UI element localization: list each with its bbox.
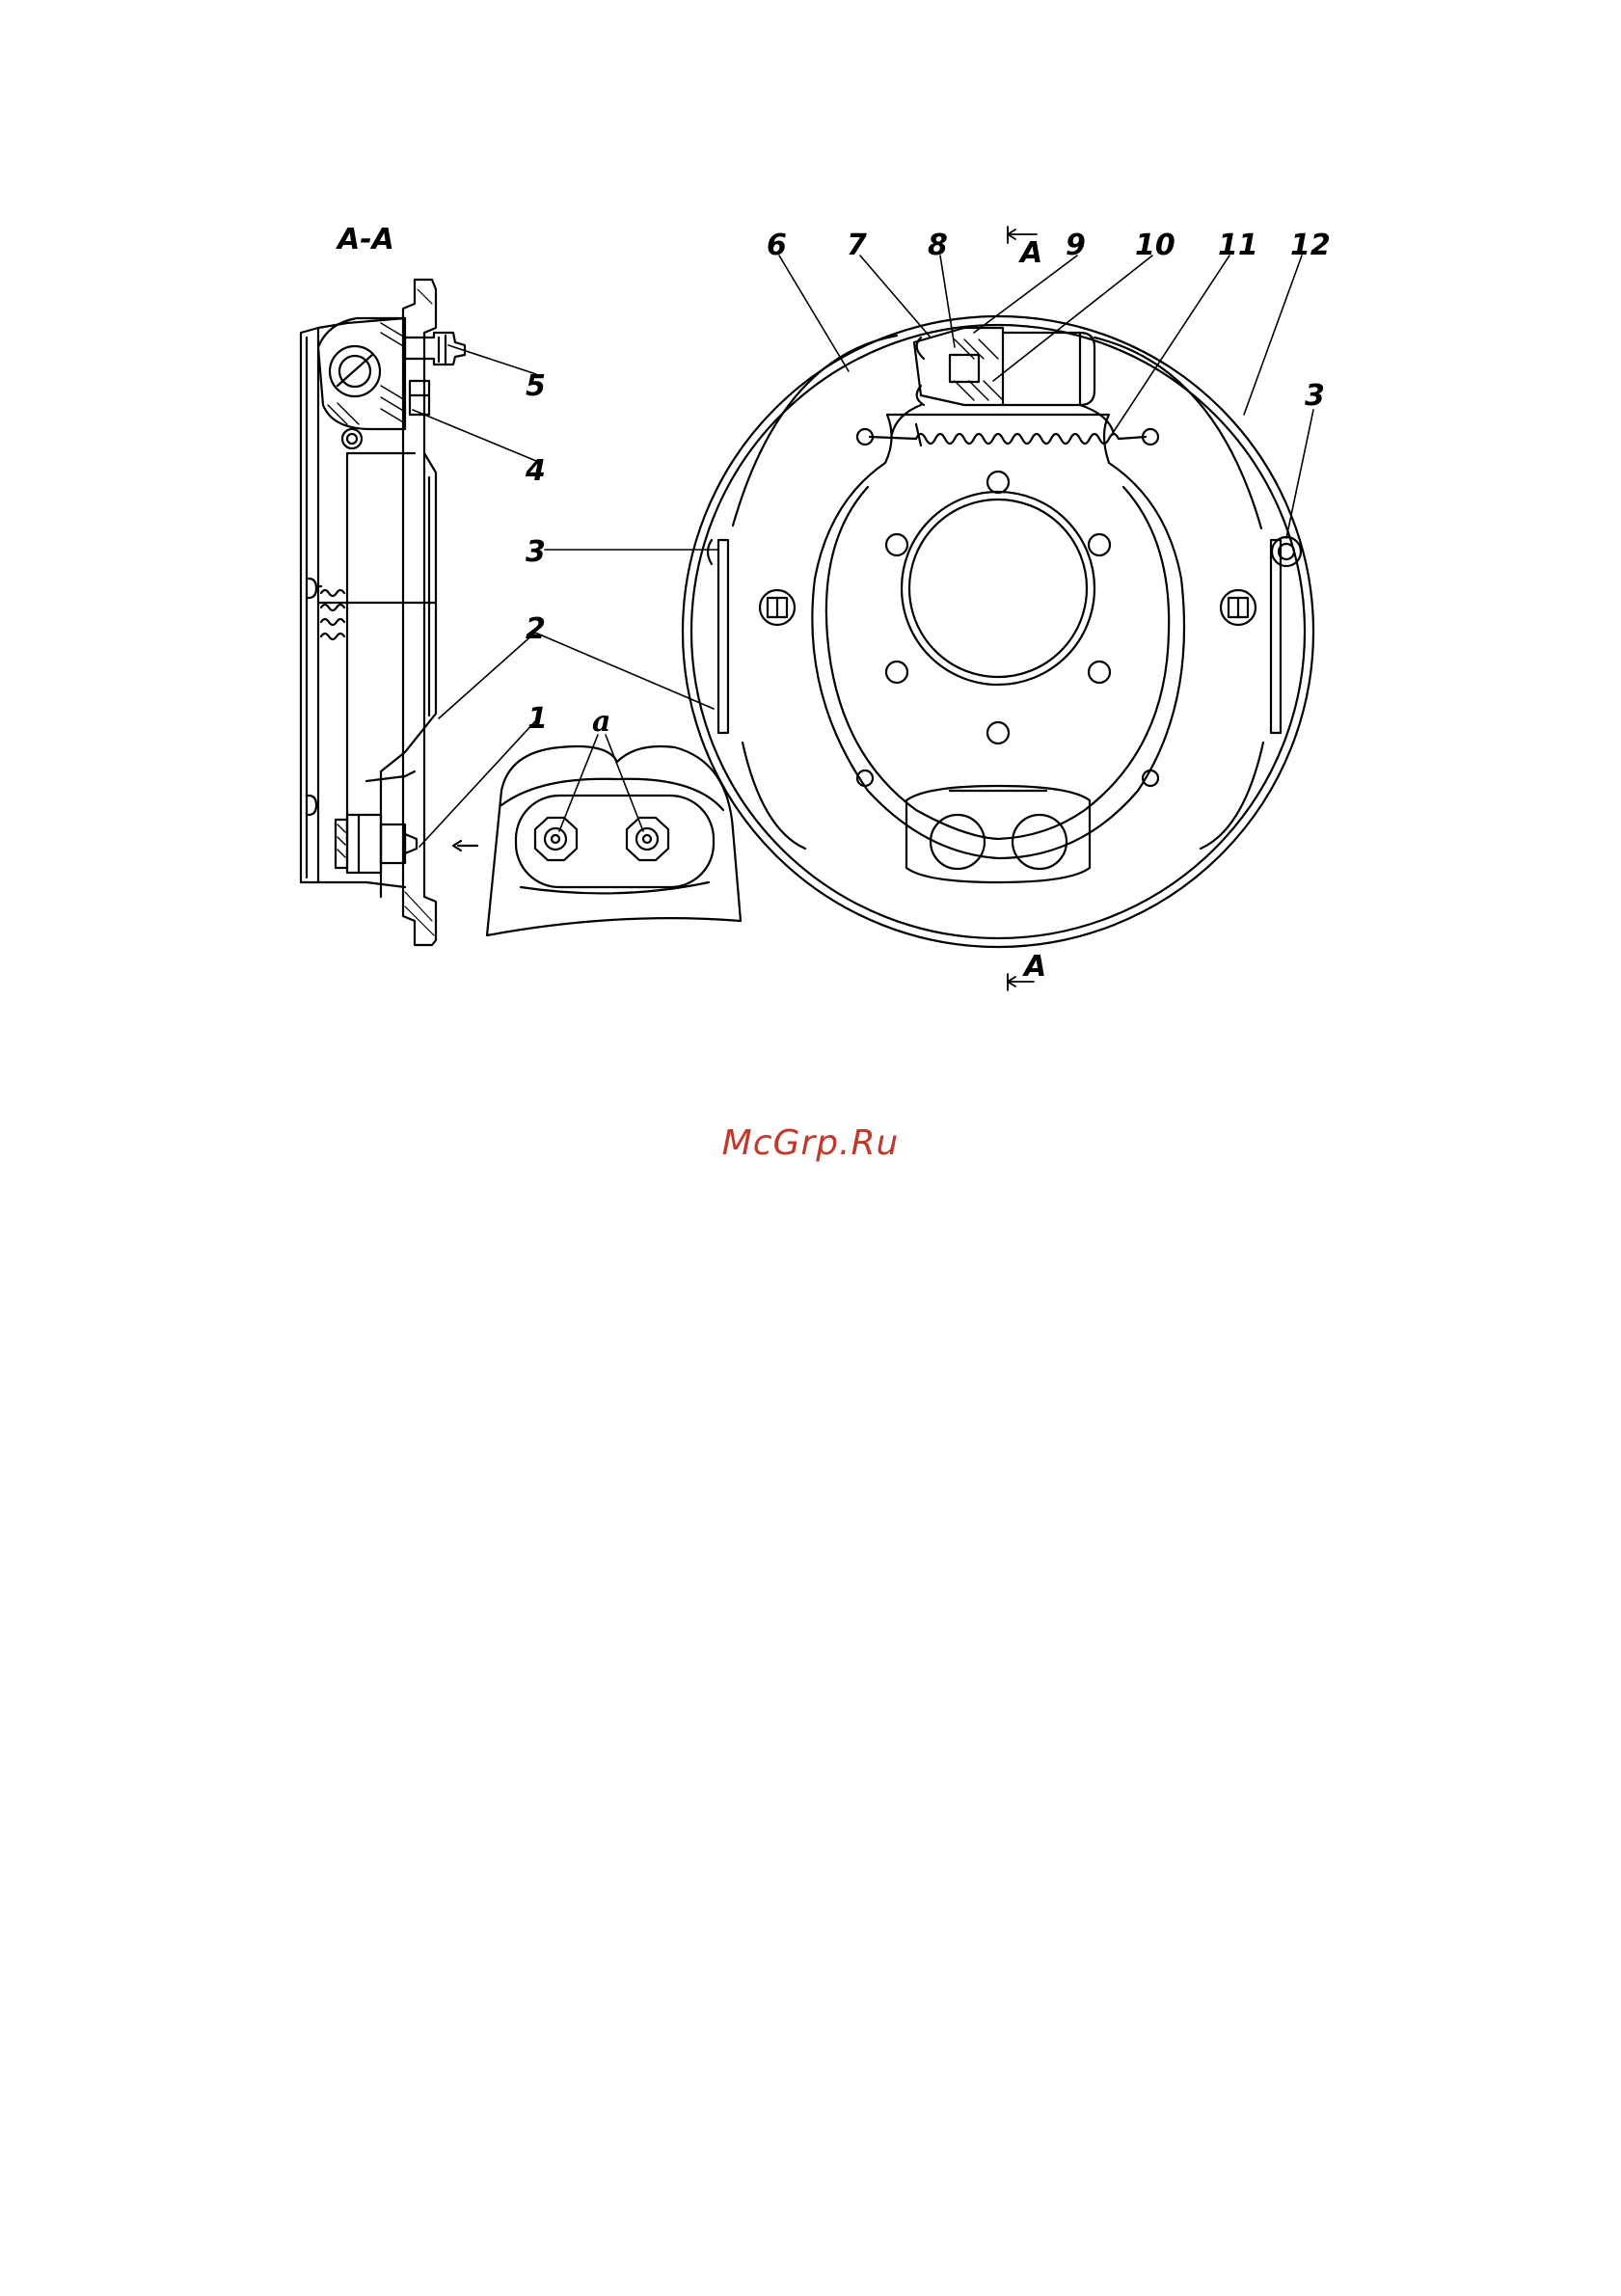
- section-mark-top: A: [1018, 236, 1042, 270]
- callout-2: 2: [526, 612, 546, 646]
- callout-7: 7: [847, 229, 867, 262]
- section-mark-bottom: A: [1022, 950, 1046, 984]
- callout-12: 12: [1290, 229, 1331, 262]
- section-view: [301, 280, 465, 945]
- callout-3-left: 3: [526, 535, 546, 569]
- watermark: McGrp.Ru: [0, 1123, 1621, 1163]
- callout-5: 5: [526, 369, 546, 403]
- section-title: A-A: [336, 223, 394, 257]
- section-arrows: [1008, 227, 1037, 990]
- inset-label-a: a: [592, 705, 610, 739]
- view-arrow: [453, 841, 477, 851]
- callout-11: 11: [1218, 229, 1258, 262]
- leader-lines: [413, 256, 1313, 847]
- callout-8: 8: [928, 229, 948, 262]
- callout-6: 6: [767, 229, 787, 262]
- callout-3-right: 3: [1305, 379, 1325, 413]
- callout-9: 9: [1066, 229, 1086, 262]
- callout-4: 4: [525, 454, 546, 488]
- front-view: [683, 316, 1313, 947]
- inset-view: [487, 735, 741, 935]
- callout-10: 10: [1135, 229, 1175, 262]
- callout-1: 1: [527, 702, 548, 736]
